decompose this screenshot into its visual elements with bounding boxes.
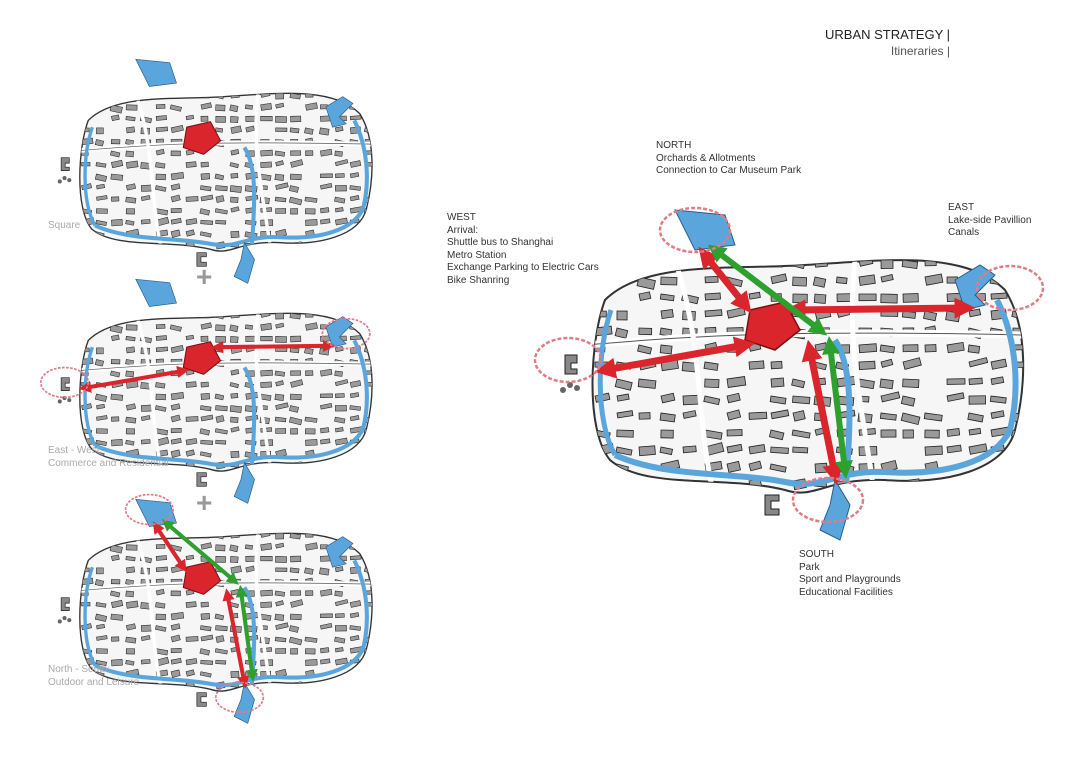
map-square bbox=[34, 49, 414, 280]
map-east-west bbox=[39, 269, 414, 500]
label-south: SOUTH Park Sport and Playgrounds Educati… bbox=[799, 549, 901, 598]
label-east: EAST Lake-side Pavillion Canals bbox=[948, 202, 1032, 238]
map-itineraries-main bbox=[533, 200, 1045, 530]
focus-east bbox=[975, 264, 1045, 312]
focus-south bbox=[791, 476, 865, 524]
caption-square: Square bbox=[48, 220, 81, 231]
map-north-south bbox=[34, 493, 414, 720]
label-west: WEST Arrival: Shuttle bus to Shanghai Me… bbox=[447, 212, 599, 286]
focus-west bbox=[533, 336, 603, 384]
caption-north-south: North - South: Outdoor and Leisure bbox=[48, 664, 140, 688]
caption-east-west: East - West: Commerce and Residential bbox=[48, 445, 169, 469]
page-title: URBAN STRATEGY | bbox=[825, 27, 950, 42]
focus-north bbox=[658, 206, 732, 254]
green-route-south bbox=[822, 336, 853, 479]
plus-icon: + bbox=[196, 261, 213, 292]
route-east bbox=[211, 339, 336, 354]
green-route-north bbox=[707, 244, 828, 336]
route-east bbox=[784, 297, 976, 321]
route-west bbox=[78, 365, 190, 393]
route-west bbox=[594, 336, 756, 379]
label-north: NORTH Orchards & Allotments Connection t… bbox=[656, 140, 802, 176]
page-subtitle: Itineraries | bbox=[890, 44, 950, 58]
plus-icon: + bbox=[196, 487, 213, 518]
page-header: URBAN STRATEGY | Itineraries | bbox=[825, 26, 950, 60]
